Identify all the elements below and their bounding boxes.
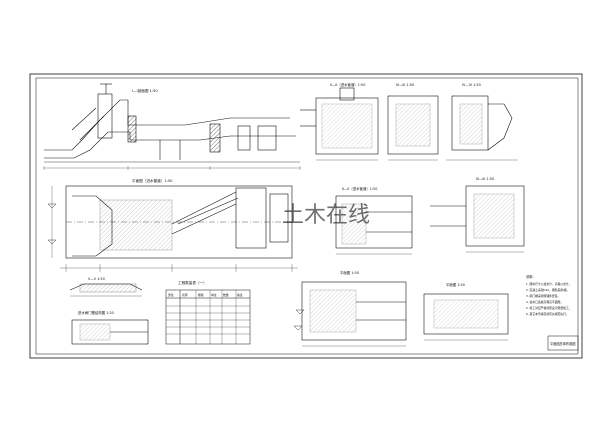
elevation-markers [47,203,305,331]
note-line: 3. 闸门槽采用预埋件安装。 [526,294,560,298]
title-block-text: 平面图总体布置图 [550,341,576,346]
view-title-section-1: I—I剖面图 1:50 [132,88,158,93]
view-section-2 [300,87,379,161]
view-title-section-5: II—II（进水管道）1:50 [342,186,377,191]
note-line: 1. 图中尺寸以毫米计，高程以米计。 [526,282,572,286]
view-section-5 [335,195,413,255]
title-block-box [547,335,579,351]
note-line: 说明： [526,274,536,279]
view-small-plan [423,293,509,341]
view-title-section-6: III—III 1:50 [476,177,494,181]
note-line: 6. 其它未尽事宜按有关规范执行。 [526,312,569,316]
table-header: 规格 [198,293,204,297]
view-title-section-4: IV—IV 1:50 [462,83,481,87]
note-line: 4. 进水口底板高程见平面图。 [526,300,563,304]
table-header: 部位 [168,293,174,297]
view-title-plan-main: 平面图（进水管道）1:50 [132,178,173,183]
view-title-section-3: III—III 1:50 [396,83,414,87]
view-title-small-section: V—V 1:50 [88,277,105,281]
table-title: 工程数量表（一） [178,280,207,285]
table-header: 名称 [182,293,188,297]
view-section-4 [446,95,518,161]
view-title-section-2: II—II（进水管道）1:50 [330,82,365,87]
table-header: 单位 [211,293,217,297]
view-title-section-7: 进水闸门槽结构图 1:20 [78,310,114,315]
inner-frame [35,77,579,355]
outer-frame [29,73,583,359]
table-header: 备注 [237,293,243,297]
quantity-table-headers: 部位 名称 规格 单位 数量 备注 [168,293,243,297]
notes-block: 说明： 1. 图中尺寸以毫米计，高程以米计。 2. 混凝土采用C20，钢筋采用I… [526,274,572,316]
note-line: 2. 混凝土采用C20，钢筋采用I级。 [526,288,569,292]
view-small-section [69,283,143,297]
note-line: 5. 施工时应严格按照设计图纸施工。 [526,306,572,310]
quantity-table [165,289,251,345]
view-section-7 [71,319,149,345]
view-title-small-plan: 平面图 1:50 [446,282,465,287]
view-plan-right [301,281,407,347]
view-section-3 [387,95,439,161]
view-section-1 [43,83,301,170]
table-header: 数量 [223,293,229,297]
view-section-6 [430,185,525,253]
view-plan-main [51,185,298,272]
view-title-plan-right: 平面图 1:50 [340,270,359,275]
